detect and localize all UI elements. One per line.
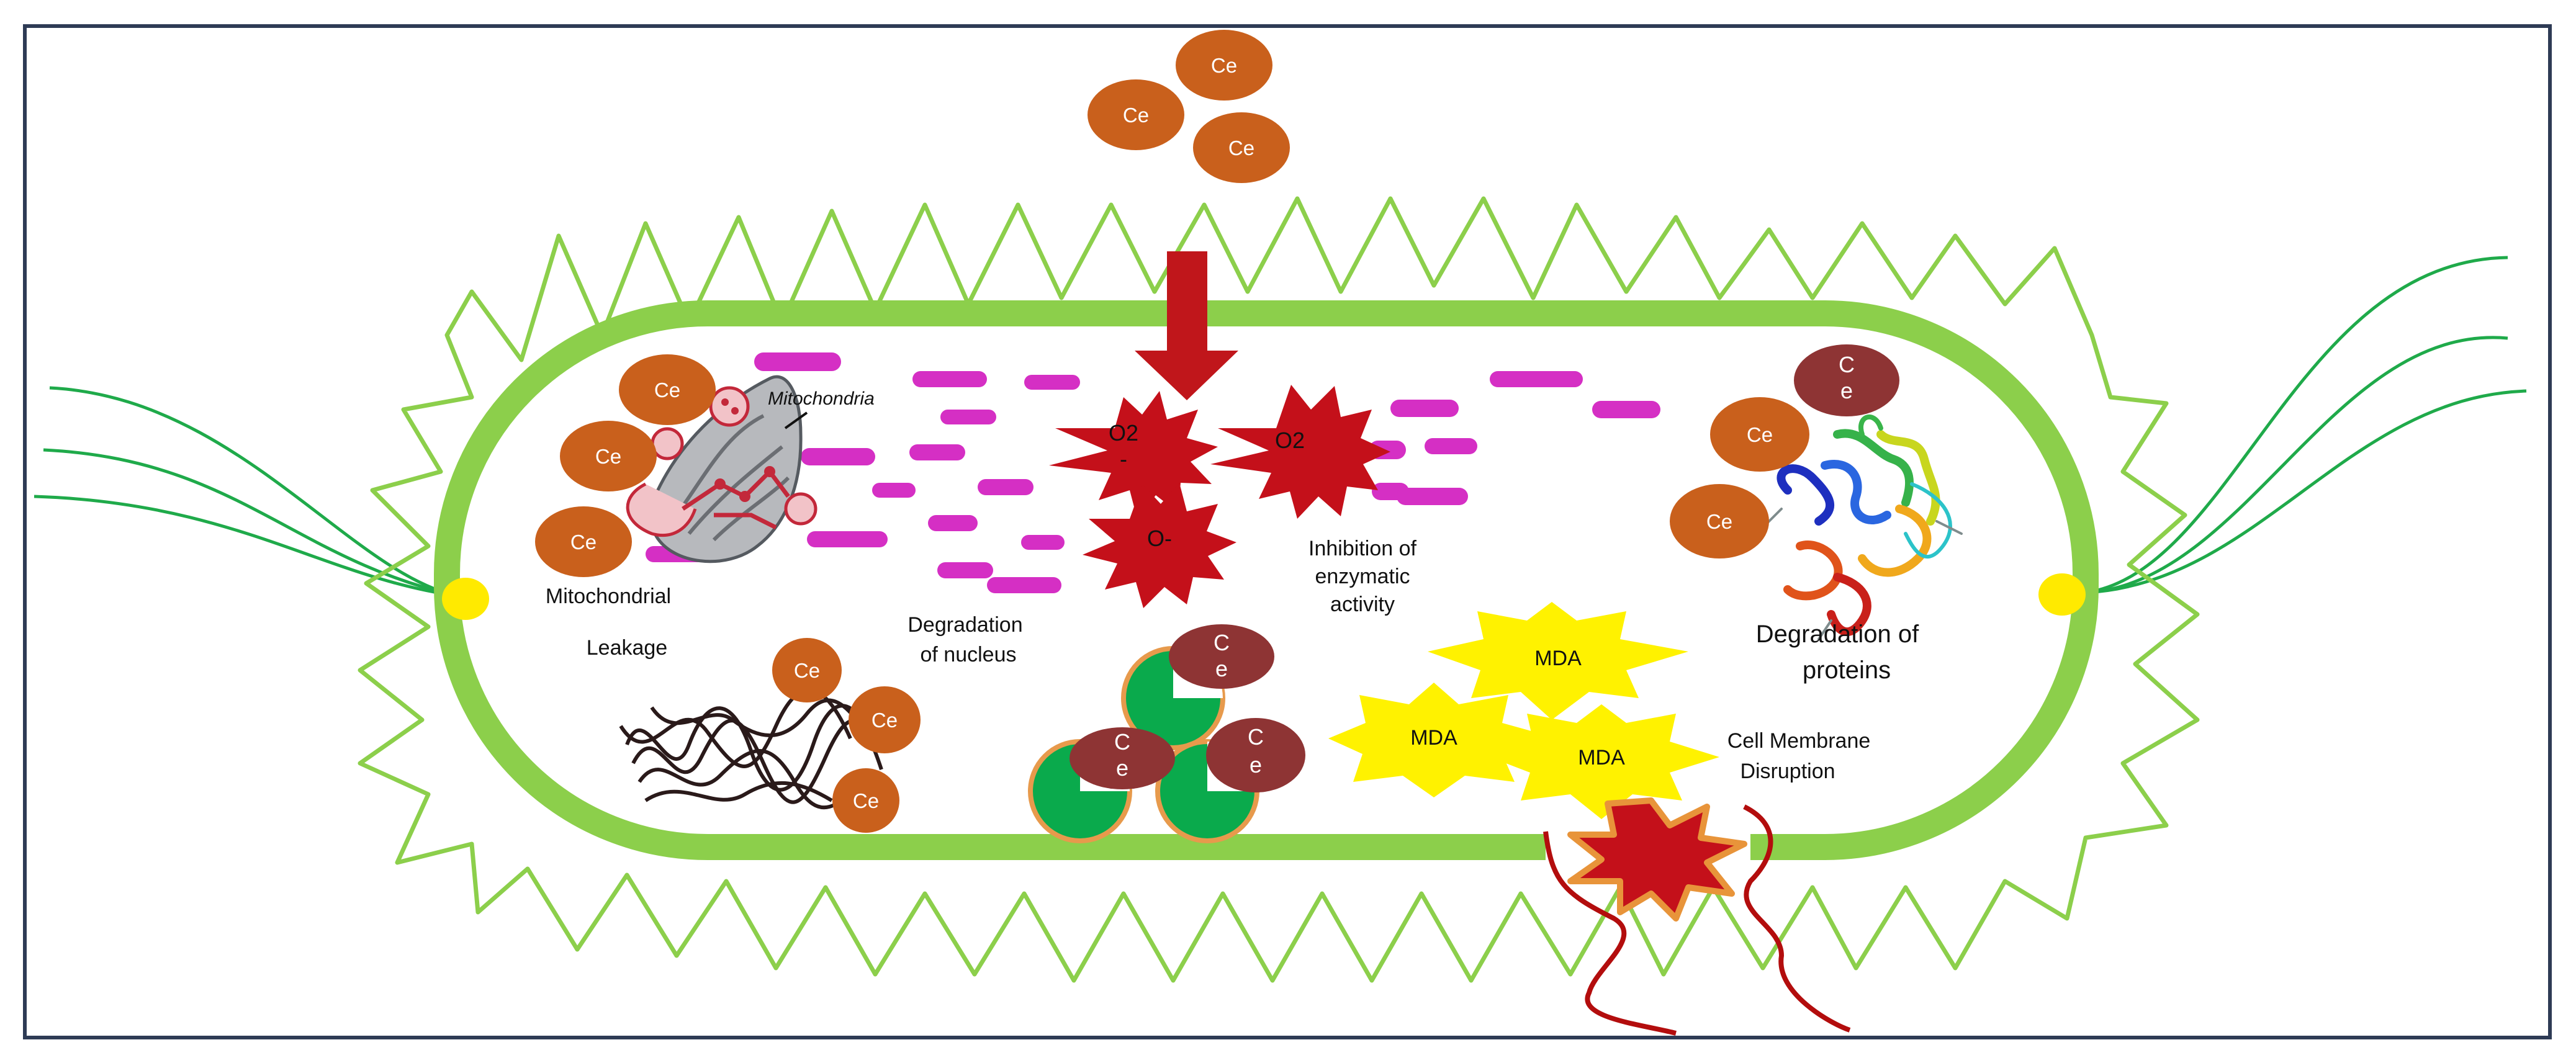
svg-text:e: e — [1215, 656, 1228, 681]
ce-particle: Ce — [619, 354, 716, 425]
ce-particle: Ce — [535, 506, 632, 577]
cell-membrane-label-line1: Cell Membrane — [1727, 729, 1871, 753]
pole-dot-left — [442, 578, 489, 620]
degradation-proteins-label-line2: proteins — [1803, 657, 1891, 684]
outer-wavy-envelope — [358, 196, 2200, 983]
mda-star: MDA — [1328, 683, 1558, 797]
flagella-left — [34, 386, 457, 598]
ce-particles-outside: Ce Ce Ce — [1088, 30, 1290, 183]
inhibition-label-line2: enzymatic — [1315, 565, 1410, 588]
svg-text:-: - — [1120, 446, 1127, 472]
degradation-proteins-label-line1: Degradation of — [1756, 621, 1919, 648]
svg-text:C: C — [1214, 630, 1230, 655]
svg-text:Ce: Ce — [1228, 137, 1254, 159]
disruption-strands — [1543, 804, 1851, 1036]
ce-particle-dark: C e — [1169, 624, 1274, 689]
mda-star: MDA — [1428, 602, 1688, 720]
svg-text:e: e — [1116, 755, 1128, 781]
svg-text:e: e — [1250, 752, 1262, 778]
mda-label: MDA — [1410, 726, 1457, 750]
dna-fragments — [646, 352, 1660, 593]
ce-particle: Ce — [560, 421, 657, 491]
ce-particle: Ce — [772, 638, 842, 702]
svg-text:Ce: Ce — [654, 379, 680, 401]
inhibition-label-line1: Inhibition of — [1308, 537, 1416, 560]
ros-superoxide-2: O2 — [1210, 385, 1390, 519]
ce-particles-dna: Ce Ce Ce — [772, 638, 921, 833]
svg-text:C: C — [1248, 724, 1264, 750]
down-arrow-icon — [1135, 251, 1238, 400]
svg-text:Ce: Ce — [871, 709, 898, 732]
flagella-right — [2085, 256, 2527, 594]
svg-text:e: e — [1840, 378, 1853, 403]
ce-particle: Ce — [832, 768, 899, 833]
svg-text:Ce: Ce — [794, 659, 820, 682]
cell-membrane-label-line2: Disruption — [1740, 760, 1835, 783]
svg-text:Ce: Ce — [1211, 54, 1237, 77]
ce-particle: Ce — [1710, 397, 1809, 472]
svg-text:Ce: Ce — [853, 789, 879, 812]
ros-superoxide-1: O2 - — [1049, 391, 1218, 519]
ce-particle-dark: C e — [1794, 344, 1899, 416]
membrane-burst-icon — [1567, 797, 1747, 922]
svg-text:Ce: Ce — [1706, 510, 1732, 533]
ros-superoxide-3: O- — [1083, 483, 1236, 608]
mda-star: MDA — [1490, 704, 1719, 819]
pole-dot-right — [2038, 573, 2086, 616]
svg-text:Ce: Ce — [1747, 423, 1773, 446]
mda-label: MDA — [1578, 746, 1625, 769]
mitochondrial-leakage-label-line2: Leakage — [587, 636, 667, 660]
svg-text:C: C — [1114, 729, 1130, 755]
svg-text:Ce: Ce — [595, 445, 621, 468]
ce-particle-dark: C e — [1206, 718, 1305, 792]
degradation-nucleus-label-line2: of nucleus — [921, 643, 1017, 666]
ce-particle: Ce — [849, 686, 921, 753]
ros-label: O2 — [1109, 420, 1138, 446]
mitochondrial-leakage-label-line1: Mitochondrial — [546, 585, 671, 608]
protein-ribbon-icon — [1762, 414, 1963, 640]
ce-particle: Ce — [1193, 112, 1290, 183]
mitochondrion-icon — [626, 375, 817, 563]
ce-particles-mitochondria: Ce Ce Ce — [535, 354, 716, 577]
inhibition-label-line3: activity — [1330, 593, 1395, 616]
ce-particle-dark: C e — [1070, 727, 1175, 789]
ros-label: O2 — [1275, 428, 1305, 453]
svg-text:Ce: Ce — [570, 531, 597, 554]
mda-label: MDA — [1534, 647, 1582, 670]
ce-particle: Ce — [1088, 79, 1184, 150]
ce-particles-protein: C e Ce Ce — [1670, 344, 1899, 558]
ce-particle: Ce — [1176, 30, 1272, 101]
ros-label: O- — [1147, 526, 1172, 551]
degradation-nucleus-label-line1: Degradation — [907, 613, 1022, 637]
mitochondria-label: Mitochondria — [768, 388, 875, 409]
ce-particle: Ce — [1670, 484, 1769, 558]
svg-text:Ce: Ce — [1123, 104, 1149, 127]
svg-text:C: C — [1839, 352, 1855, 377]
enzyme-inhibition-group: C e C e C e — [1028, 624, 1305, 843]
